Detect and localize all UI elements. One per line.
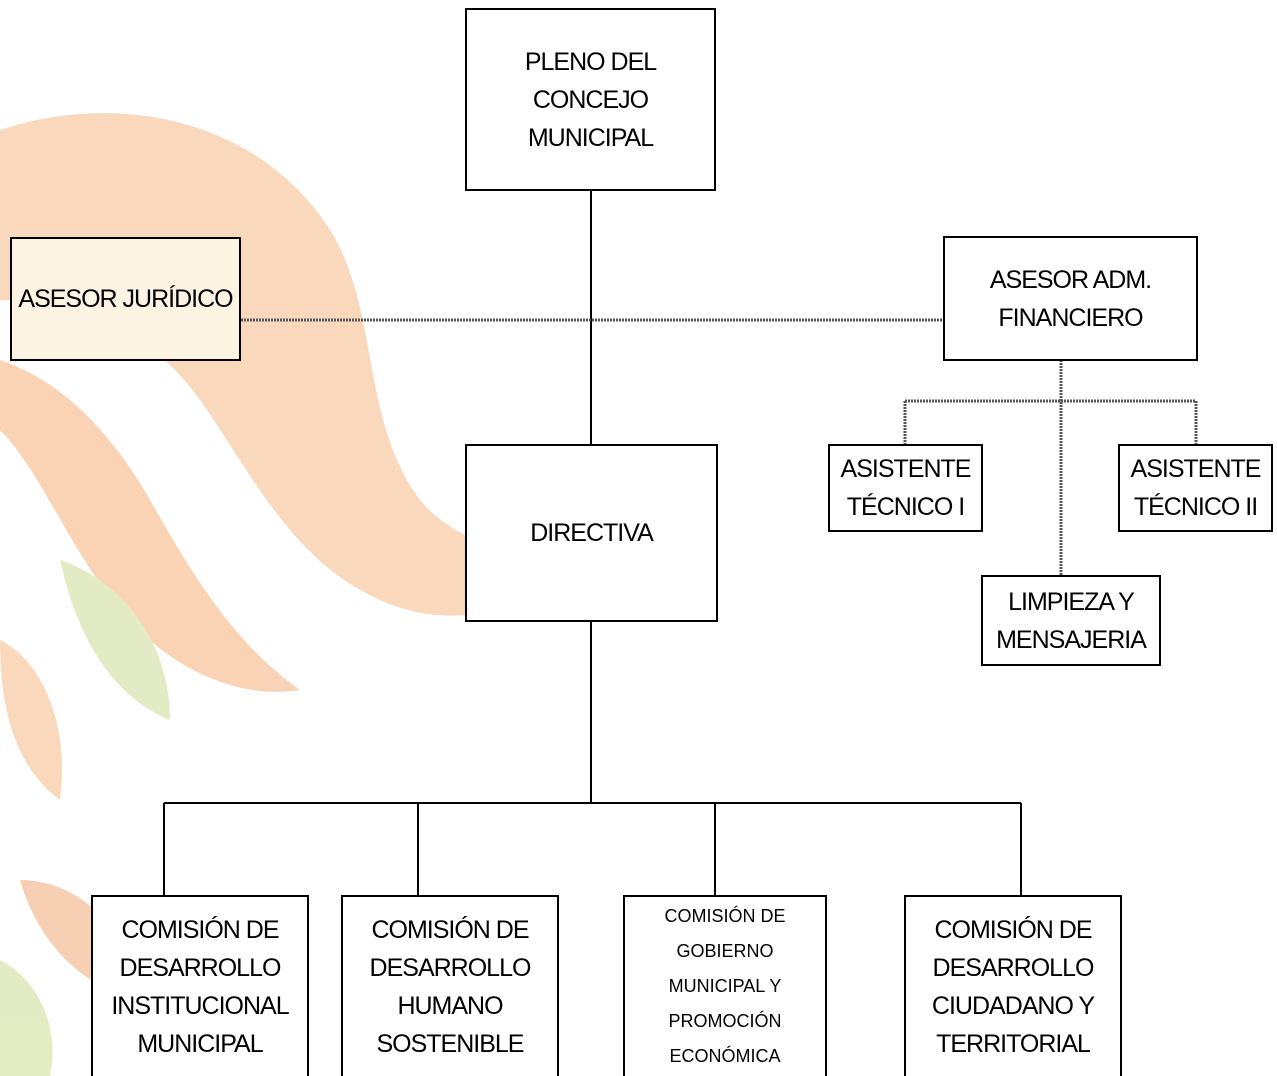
node-comision-ciudadano: COMISIÓN DE DESARROLLO CIUDADANO Y TERRI… [904, 895, 1122, 1076]
node-limpieza-label: LIMPIEZA Y MENSAJERIA [996, 587, 1147, 654]
node-comision-2-label: COMISIÓN DE DESARROLLO HUMANO SOSTENIBLE [369, 915, 532, 1058]
node-asesor-juridico: ASESOR JURÍDICO [10, 237, 241, 361]
node-asesor-adm-label: ASESOR ADM. FINANCIERO [989, 265, 1152, 332]
node-limpieza-mensajeria: LIMPIEZA Y MENSAJERIA [981, 575, 1161, 666]
node-asistente-tecnico-2: ASISTENTE TÉCNICO II [1118, 444, 1273, 532]
node-comision-4-label: COMISIÓN DE DESARROLLO CIUDADANO Y TERRI… [931, 915, 1095, 1058]
node-pleno-label: PLENO DEL CONCEJO MUNICIPAL [524, 47, 657, 152]
node-asistente-1-label: ASISTENTE TÉCNICO I [840, 455, 972, 521]
node-asistente-2-label: ASISTENTE TÉCNICO II [1130, 455, 1262, 521]
node-comision-3-label: COMISIÓN DE GOBIERNO MUNICIPAL Y PROMOCI… [664, 906, 786, 1066]
node-comision-gobierno: COMISIÓN DE GOBIERNO MUNICIPAL Y PROMOCI… [623, 895, 827, 1076]
node-comision-institucional: COMISIÓN DE DESARROLLO INSTITUCIONAL MUN… [91, 895, 309, 1076]
node-comision-1-label: COMISIÓN DE DESARROLLO INSTITUCIONAL MUN… [111, 915, 289, 1058]
node-asesor-juridico-label: ASESOR JURÍDICO [18, 285, 233, 313]
node-directiva-label: DIRECTIVA [530, 519, 653, 547]
node-pleno-concejo: PLENO DEL CONCEJO MUNICIPAL [465, 8, 716, 191]
node-directiva: DIRECTIVA [465, 444, 718, 622]
node-comision-humano: COMISIÓN DE DESARROLLO HUMANO SOSTENIBLE [341, 895, 559, 1076]
node-asesor-adm-financiero: ASESOR ADM. FINANCIERO [943, 236, 1198, 361]
node-asistente-tecnico-1: ASISTENTE TÉCNICO I [828, 444, 983, 532]
